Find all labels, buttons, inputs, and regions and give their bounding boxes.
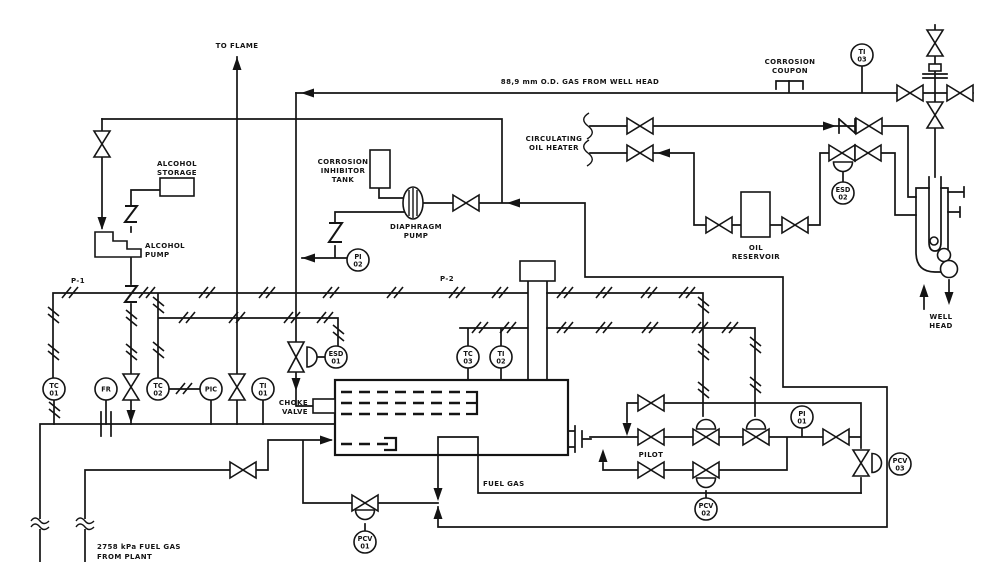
p2-label: P-2 xyxy=(440,275,454,283)
svg-text:PUMP: PUMP xyxy=(145,251,170,259)
signal-lines xyxy=(47,286,762,425)
svg-text:01: 01 xyxy=(331,358,341,366)
svg-text:03: 03 xyxy=(857,56,867,64)
corrosion-inhibitor-tank-label: CORROSION xyxy=(318,158,369,166)
choke-valve-label: CHOKE xyxy=(279,399,308,407)
esd01-valve-icon xyxy=(286,341,318,373)
circulating-oil-heater-label: CIRCULATING xyxy=(526,135,583,143)
svg-text:PCV: PCV xyxy=(699,502,715,510)
pilot-label: PILOT xyxy=(639,451,664,459)
alcohol-pump-icon xyxy=(94,231,142,258)
svg-text:FR: FR xyxy=(101,386,111,394)
alcohol-pump-label: ALCOHOL xyxy=(145,242,185,250)
instrument-fr: FR xyxy=(94,377,118,401)
svg-text:01: 01 xyxy=(360,543,370,551)
svg-text:PCV: PCV xyxy=(893,457,909,465)
svg-text:03: 03 xyxy=(463,358,473,366)
process-lines xyxy=(39,24,974,562)
choke-valve-nozzle xyxy=(312,398,336,414)
gas-line-label: 88,9 mm O.D. GAS FROM WELL HEAD xyxy=(501,78,659,86)
oil-reservoir-label: OIL xyxy=(749,244,763,252)
alcohol-storage-label: ALCOHOL xyxy=(157,160,197,168)
svg-text:PCV: PCV xyxy=(358,535,374,543)
svg-text:TC: TC xyxy=(49,382,58,390)
p1-label: P-1 xyxy=(71,277,85,285)
fuel-gas-label: FUEL GAS xyxy=(483,480,525,488)
svg-text:TANK: TANK xyxy=(332,176,355,184)
alcohol-storage-tank xyxy=(159,177,195,197)
instrument-pic: PIC xyxy=(199,377,223,401)
wellhead-icon xyxy=(915,176,965,310)
svg-text:PI: PI xyxy=(354,253,361,261)
well-head-label: WELL xyxy=(929,313,952,321)
svg-text:02: 02 xyxy=(496,358,506,366)
svg-text:TC: TC xyxy=(153,382,162,390)
oil-reservoir-tank xyxy=(740,191,771,238)
check-valve-icon xyxy=(837,117,857,135)
labels: TO FLAME 88,9 mm O.D. GAS FROM WELL HEAD… xyxy=(71,42,952,561)
svg-text:TI: TI xyxy=(260,382,267,390)
svg-text:TI: TI xyxy=(498,350,505,358)
corrosion-inhibitor-tank xyxy=(369,149,391,189)
svg-text:FROM PLANT: FROM PLANT xyxy=(97,553,152,561)
pipe-break-icon xyxy=(30,517,95,531)
svg-text:02: 02 xyxy=(838,194,848,202)
svg-text:ESD: ESD xyxy=(329,350,344,358)
tree-actuator-icon xyxy=(922,63,948,79)
svg-text:02: 02 xyxy=(153,390,163,398)
svg-text:02: 02 xyxy=(701,510,711,518)
svg-text:VALVE: VALVE xyxy=(282,408,308,416)
svg-text:COUPON: COUPON xyxy=(772,67,808,75)
fuel-from-plant-label: 2758 kPa FUEL GAS xyxy=(97,543,181,551)
heater-coil xyxy=(341,390,464,446)
svg-text:HEAD: HEAD xyxy=(929,322,952,330)
svg-text:01: 01 xyxy=(258,390,268,398)
diaphragm-pump-label: DIAPHRAGM xyxy=(390,223,442,231)
svg-text:03: 03 xyxy=(895,465,905,473)
svg-text:ESD: ESD xyxy=(836,186,851,194)
line-heater-vessel xyxy=(333,378,570,457)
zigzag-icon xyxy=(123,205,344,303)
svg-text:01: 01 xyxy=(797,418,807,426)
svg-text:STORAGE: STORAGE xyxy=(157,169,197,177)
valves xyxy=(93,29,974,521)
to-flame-label: TO FLAME xyxy=(216,42,259,50)
equipment xyxy=(30,63,965,531)
stack-top xyxy=(519,260,556,282)
svg-text:02: 02 xyxy=(353,261,363,269)
corrosion-coupon-label: CORROSION xyxy=(765,58,816,66)
svg-text:PI: PI xyxy=(798,410,805,418)
heater-stack xyxy=(527,280,548,381)
svg-text:INHIBITOR: INHIBITOR xyxy=(321,167,366,175)
svg-text:OIL HEATER: OIL HEATER xyxy=(529,144,579,152)
svg-text:PIC: PIC xyxy=(205,386,217,394)
corrosion-coupon-icon xyxy=(775,80,804,90)
svg-text:RESERVOIR: RESERVOIR xyxy=(732,253,780,261)
svg-text:PUMP: PUMP xyxy=(404,232,429,240)
orifice-plate-icon xyxy=(100,411,112,437)
svg-text:01: 01 xyxy=(49,390,59,398)
svg-text:TI: TI xyxy=(859,48,866,56)
svg-text:TC: TC xyxy=(463,350,472,358)
line-break-icon xyxy=(583,112,593,167)
